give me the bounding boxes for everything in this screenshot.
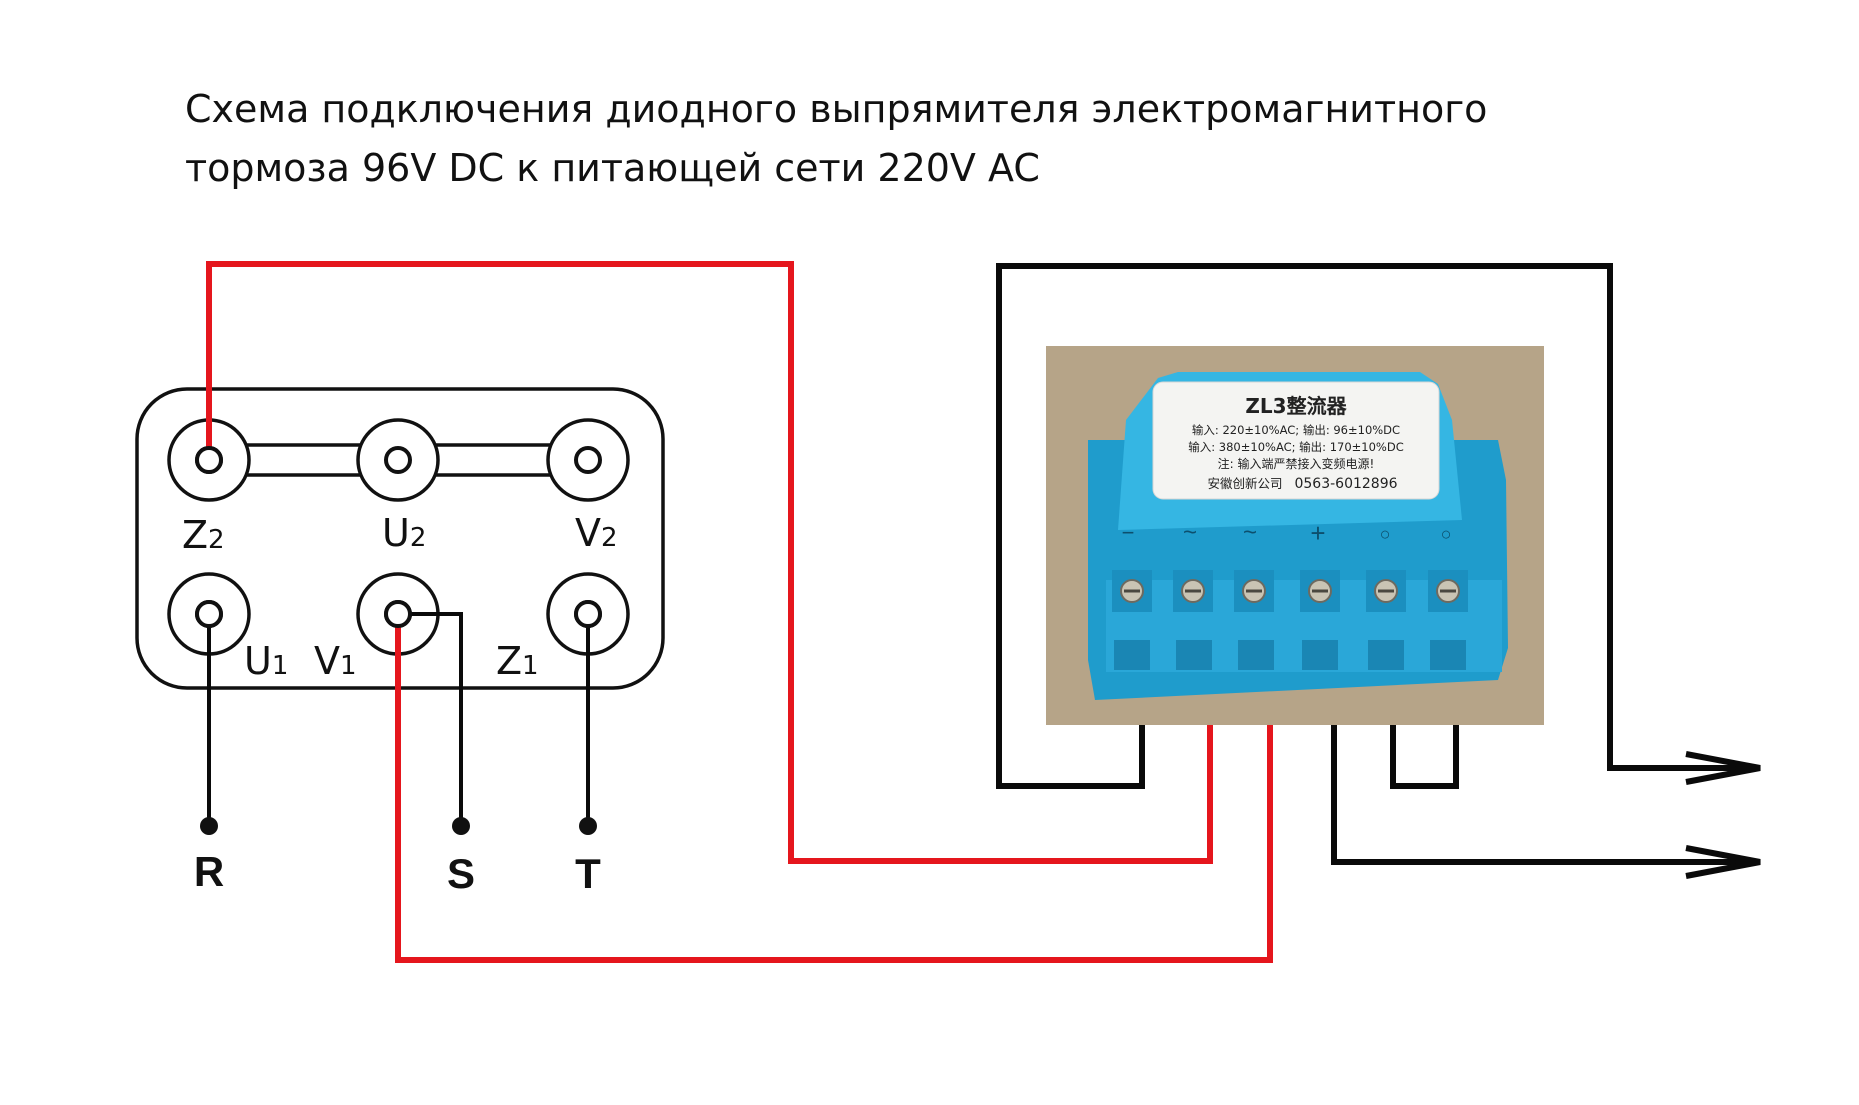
phase-dot-r xyxy=(200,817,218,835)
label-u1: U1 xyxy=(244,639,288,683)
terminal-bridge xyxy=(243,443,554,477)
phase-dot-t xyxy=(579,817,597,835)
dc-wires xyxy=(207,263,1761,879)
mark-ac-2: ~ xyxy=(1243,519,1257,546)
rectifier-screws xyxy=(1112,570,1468,612)
mark-switch-2: ○ xyxy=(1441,524,1452,544)
mark-switch-1: ○ xyxy=(1380,524,1391,544)
mark-ac-1: ~ xyxy=(1183,519,1197,546)
ac-wires xyxy=(206,261,1273,963)
rectifier-model: ZL3整流器 xyxy=(1245,394,1347,418)
wire-v1-to-s xyxy=(398,612,463,823)
rectifier-phone: 0563-6012896 xyxy=(1294,476,1397,492)
rectifier-maker: 安徽创新公司 xyxy=(1207,476,1282,491)
arrow-upper xyxy=(1685,751,1761,785)
wire-z2-to-rectifier xyxy=(206,261,1213,864)
title-line-1: Схема подключения диодного выпрямителя э… xyxy=(185,87,1488,131)
diagram-title: Схема подключения диодного выпрямителя э… xyxy=(185,80,1585,198)
rectifier-spec-1: 输入: 220±10%AC; 输出: 96±10%DC xyxy=(1192,423,1400,437)
label-v1: V1 xyxy=(314,639,357,683)
phase-label-s: S xyxy=(447,850,475,897)
mark-minus: − xyxy=(1122,520,1135,545)
rectifier-spec-2: 输入: 380±10%AC; 输出: 170±10%DC xyxy=(1188,440,1403,454)
screw-4 xyxy=(1300,570,1340,612)
wire-v1-to-rectifier xyxy=(395,614,1273,963)
screw-2 xyxy=(1173,570,1213,612)
mark-plus: + xyxy=(1310,518,1325,548)
phase-label-t: T xyxy=(575,850,601,897)
rectifier-label-sticker xyxy=(1152,381,1440,500)
label-u2: U2 xyxy=(382,511,426,555)
label-z1: Z1 xyxy=(496,639,539,683)
screw-3 xyxy=(1234,570,1274,612)
arrow-lower xyxy=(1685,845,1761,879)
screw-5 xyxy=(1366,570,1406,612)
screw-6 xyxy=(1428,570,1468,612)
label-v2: V2 xyxy=(575,511,618,555)
screw-1 xyxy=(1112,570,1152,612)
wire-jumper xyxy=(1390,725,1459,789)
wire-dc-loop xyxy=(996,263,1760,789)
label-z2: Z2 xyxy=(182,513,225,557)
rectifier-terminal-marks: − ~ ~ + ○ ○ xyxy=(1122,518,1452,548)
phase-label-r: R xyxy=(194,848,224,895)
title-line-2: тормоза 96V DC к питающей сети 220V AC xyxy=(185,146,1040,190)
rectifier-clamps xyxy=(1114,640,1466,670)
phase-dot-s xyxy=(452,817,470,835)
wire-dc-out xyxy=(1331,725,1760,865)
rectifier-warning: 注: 输入端严禁接入变频电源! xyxy=(1218,456,1375,471)
rectifier-photo: ZL3整流器 输入: 220±10%AC; 输出: 96±10%DC 输入: 3… xyxy=(1046,346,1544,725)
